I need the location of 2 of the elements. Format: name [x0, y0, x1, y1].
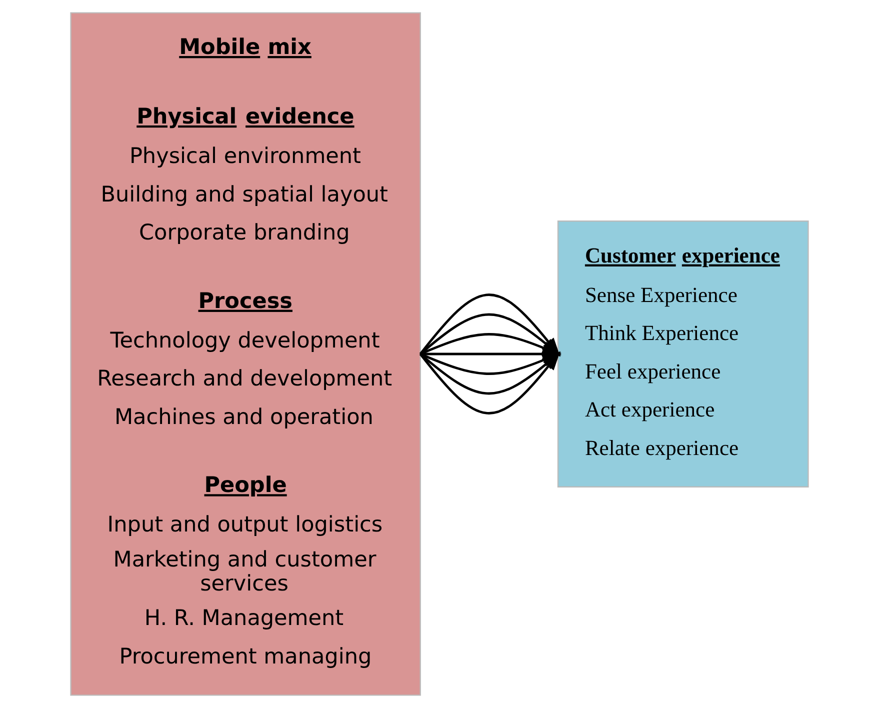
node-box: Mobile mix Physical evidence Physical environment Building and spatial layout Corporate branding Process Technology development Research and development Machines and operation People Input and output logistics Marketing and customer services H. R. Management Procurement managing	[70, 12, 421, 696]
node-box: Customer experience Sense Experience Think Experience Feel experience Act experience Relate experience	[557, 220, 809, 488]
